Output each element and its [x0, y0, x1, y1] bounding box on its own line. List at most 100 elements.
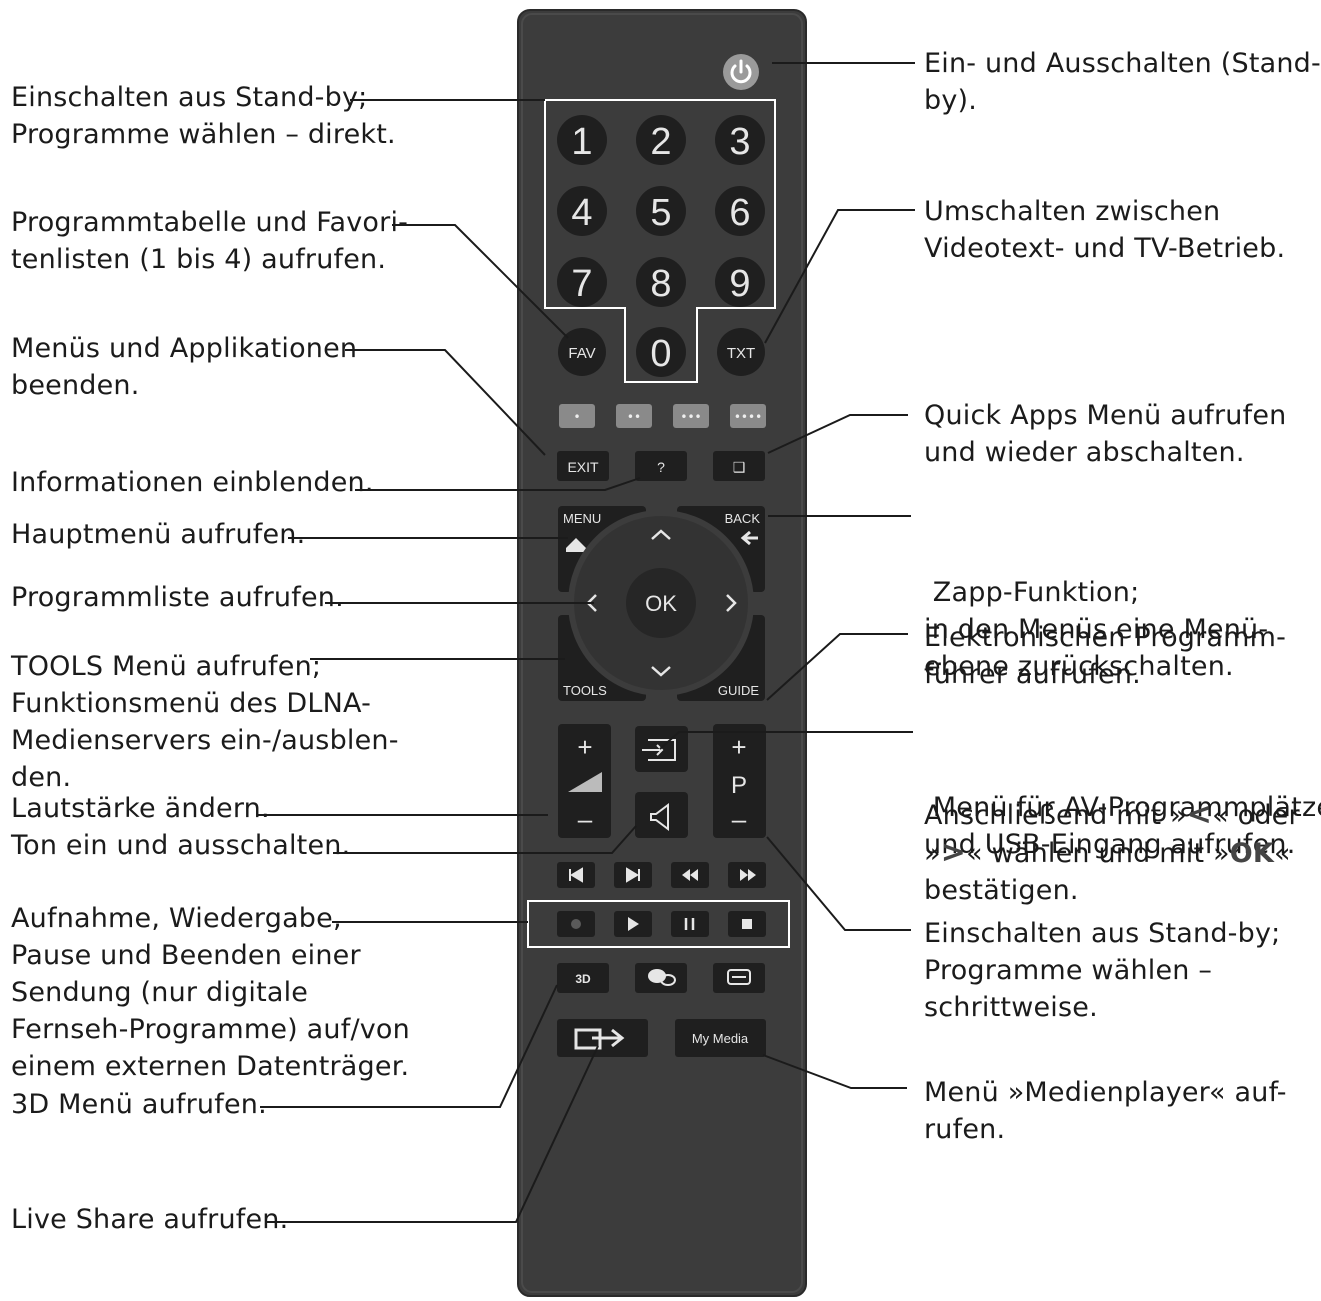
skip-back-button[interactable]: [557, 862, 595, 888]
ok-button[interactable]: OK: [626, 568, 696, 638]
skip-back-icon: [569, 867, 583, 883]
svg-text:EXIT: EXIT: [567, 459, 599, 475]
digit-button[interactable]: 4: [557, 186, 607, 236]
rewind-button[interactable]: [671, 862, 709, 888]
mute-icon: [650, 803, 669, 831]
right-arrow-glyph: >: [940, 835, 967, 870]
label-3d: 3D Menü aufrufen.: [11, 1089, 267, 1120]
label-back: Zapp-Funktion;in den Menüs eine Menü-ebe…: [924, 577, 1269, 682]
3d-button[interactable]: 3D: [557, 963, 609, 993]
label-guide: Elektronischen Programm-führer aufrufen.: [924, 622, 1287, 690]
rewind-icon: [682, 869, 698, 881]
my-media-button[interactable]: My Media: [675, 1019, 766, 1057]
volume-rocker[interactable]: + –: [558, 724, 611, 838]
svg-text:•: •: [573, 410, 580, 424]
digit-button[interactable]: 9: [715, 257, 765, 307]
svg-text:8: 8: [650, 263, 671, 305]
label-my-media: Menü »Medienplayer« auf-rufen.: [924, 1077, 1287, 1145]
info-button[interactable]: ?: [635, 451, 687, 481]
fav-button[interactable]: FAV: [558, 328, 606, 376]
svg-text:GUIDE: GUIDE: [718, 683, 760, 698]
label-confirm: Anschließend mit »<« oder »>« wählen und…: [924, 797, 1300, 906]
subtitle-button[interactable]: [713, 963, 765, 993]
home-icon: [566, 538, 586, 552]
play-icon: [628, 917, 639, 931]
svg-text:TOOLS: TOOLS: [563, 683, 607, 698]
digit-label: 1: [571, 121, 592, 163]
svg-text:–: –: [578, 804, 593, 834]
channel-rocker[interactable]: + P –: [713, 724, 766, 838]
pause-button[interactable]: [671, 911, 709, 937]
power-button[interactable]: [723, 54, 759, 90]
svg-text:0: 0: [650, 333, 671, 375]
svg-text:4: 4: [571, 192, 592, 234]
digit-button[interactable]: 8: [636, 257, 686, 307]
quick-apps-icon: ❑: [733, 460, 746, 476]
digit-button[interactable]: 1: [557, 115, 607, 165]
mute-button[interactable]: [635, 792, 688, 838]
svg-text:3: 3: [729, 121, 750, 163]
volume-level-icon: [568, 772, 602, 792]
quick-apps-button[interactable]: ❑: [713, 451, 765, 481]
skip-forward-button[interactable]: [614, 862, 652, 888]
txt-button[interactable]: TXT: [717, 328, 765, 376]
svg-text:••: ••: [627, 410, 641, 424]
label-channel: Einschalten aus Stand-by;Programme wähle…: [924, 918, 1281, 1023]
digit-button[interactable]: 6: [715, 186, 765, 236]
svg-text:7: 7: [571, 263, 592, 305]
arrow-up-icon: [651, 529, 671, 540]
svg-text:FAV: FAV: [568, 345, 595, 362]
color-key-4[interactable]: ••••: [730, 404, 766, 428]
record-button[interactable]: [557, 911, 595, 937]
svg-text:OK: OK: [645, 591, 677, 616]
subtitle-icon: [727, 969, 751, 985]
label-tools: TOOLS Menü aufrufen;Funktionsmenü des DL…: [11, 651, 399, 793]
digit-button[interactable]: 7: [557, 257, 607, 307]
label-ok: Programmliste aufrufen.: [11, 582, 344, 613]
svg-text:BACK: BACK: [725, 511, 761, 526]
svg-text:5: 5: [650, 192, 671, 234]
chat-button[interactable]: [635, 963, 687, 993]
color-key-2[interactable]: ••: [616, 404, 652, 428]
color-key-3[interactable]: •••: [673, 404, 709, 428]
digit-button[interactable]: 0: [636, 327, 686, 377]
svg-text:6: 6: [729, 192, 750, 234]
arrow-right-icon: [726, 594, 737, 612]
svg-text:2: 2: [650, 121, 671, 163]
power-icon: [730, 64, 752, 84]
stop-button[interactable]: [728, 911, 766, 937]
svg-text:•••: •••: [680, 410, 701, 424]
digit-button[interactable]: 3: [715, 115, 765, 165]
back-arrow-icon: [740, 530, 758, 546]
stop-icon: [742, 919, 752, 929]
fast-forward-button[interactable]: [728, 862, 766, 888]
live-share-button[interactable]: [557, 1019, 648, 1057]
skip-forward-icon: [626, 867, 640, 883]
svg-text:P: P: [731, 772, 747, 799]
left-arrow-glyph: <: [1186, 797, 1213, 832]
svg-text:9: 9: [729, 263, 750, 305]
digit-button[interactable]: 5: [636, 186, 686, 236]
fast-forward-icon: [740, 869, 756, 881]
digit-button[interactable]: 2: [636, 115, 686, 165]
label-live-share: Live Share aufrufen.: [11, 1204, 289, 1235]
exit-button[interactable]: EXIT: [557, 451, 609, 481]
play-button[interactable]: [614, 911, 652, 937]
svg-text:+: +: [731, 732, 746, 762]
svg-text:3D: 3D: [575, 972, 591, 986]
live-share-icon: [574, 1028, 625, 1050]
label-info: Informationen einblenden.: [11, 467, 374, 498]
color-key-1[interactable]: •: [559, 404, 595, 428]
svg-text:?: ?: [657, 459, 665, 475]
label-standby-direct: Einschalten aus Stand-by;Programme wähle…: [11, 82, 396, 150]
svg-text:+: +: [577, 732, 592, 762]
arrow-down-icon: [651, 666, 671, 677]
svg-text:MENU: MENU: [563, 511, 601, 526]
av-source-button[interactable]: [635, 726, 688, 772]
